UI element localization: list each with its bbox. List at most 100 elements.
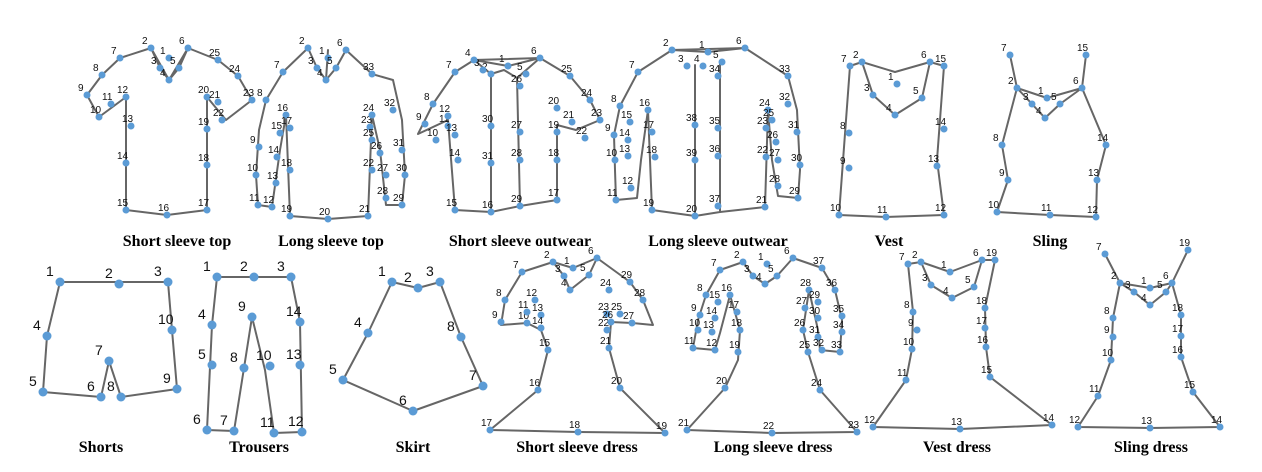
long-sleeve-dress-keypoint-label-24: 24 xyxy=(811,378,823,389)
sling-dress-keypoint-label-6: 6 xyxy=(1163,271,1169,282)
long-sleeve-outwear-keypoint-label-25: 25 xyxy=(763,108,775,119)
short-sleeve-outwear-keypoint-label-27: 27 xyxy=(511,120,523,131)
long-sleeve-outwear-keypoint-label-6: 6 xyxy=(736,36,742,47)
sling-keypoint-label-3: 3 xyxy=(1023,92,1029,103)
long-sleeve-dress-keypoint-19 xyxy=(734,348,742,356)
long-sleeve-outwear-keypoint-9 xyxy=(610,131,618,139)
long-sleeve-outwear-keypoint-label-3: 3 xyxy=(678,54,684,65)
long-sleeve-dress-keypoint-label-13: 13 xyxy=(703,320,715,331)
short-sleeve-dress-keypoint-1 xyxy=(569,264,577,272)
long-sleeve-top-keypoint-label-22: 22 xyxy=(363,158,375,169)
vest-dress-keypoint-label-10: 10 xyxy=(903,337,915,348)
short-sleeve-top-keypoint-19 xyxy=(203,125,211,133)
long-sleeve-top-keypoint-label-19: 19 xyxy=(281,204,293,215)
short-sleeve-outwear-keypoint-label-22: 22 xyxy=(576,126,588,137)
long-sleeve-outwear-keypoint-label-35: 35 xyxy=(709,116,721,127)
short-sleeve-outwear-keypoint-label-24: 24 xyxy=(581,88,593,99)
long-sleeve-dress-keypoint-label-26: 26 xyxy=(794,318,806,329)
sling-dress-keypoint-label-13: 13 xyxy=(1141,416,1153,427)
sling-keypoint-label-8: 8 xyxy=(993,133,999,144)
vest-keypoint-2 xyxy=(858,58,866,66)
short-sleeve-dress-keypoint-27 xyxy=(628,319,636,327)
short-sleeve-outwear-keypoints: 1234567891011121314151617181920212223242… xyxy=(416,46,604,216)
long-sleeve-dress-keypoint-label-12: 12 xyxy=(706,338,718,349)
vest-dress-keypoint-2 xyxy=(917,258,925,266)
short-sleeve-dress-keypoint-label-21: 21 xyxy=(600,336,612,347)
short-sleeve-outwear-keypoint-27 xyxy=(516,128,524,136)
short-sleeve-outwear-keypoint-10 xyxy=(432,136,440,144)
vest-dress-keypoint-label-5: 5 xyxy=(965,275,971,286)
long-sleeve-dress-keypoint-label-23: 23 xyxy=(848,420,860,431)
short-sleeve-dress-keypoint-label-10: 10 xyxy=(518,311,530,322)
sling-keypoint-4 xyxy=(1041,114,1049,122)
long-sleeve-outwear-keypoint-label-30: 30 xyxy=(791,153,803,164)
short-sleeve-dress-keypoint-19 xyxy=(661,429,669,437)
skirt-keypoint-label-1: 1 xyxy=(378,263,386,279)
vest-dress-keypoint-15 xyxy=(986,373,994,381)
long-sleeve-dress-keypoint-23 xyxy=(853,428,861,436)
short-sleeve-top-keypoint-2 xyxy=(147,44,155,52)
short-sleeve-dress-keypoint-label-12: 12 xyxy=(526,288,538,299)
vest-keypoint-9 xyxy=(845,164,853,172)
long-sleeve-dress-keypoint-35 xyxy=(838,312,846,320)
short-sleeve-dress-keypoint-13 xyxy=(537,311,545,319)
long-sleeve-outwear-keypoint-1 xyxy=(704,48,712,56)
long-sleeve-outwear-keypoint-32 xyxy=(784,100,792,108)
long-sleeve-dress-keypoint-label-35: 35 xyxy=(833,304,845,315)
long-sleeve-dress-keypoint-label-22: 22 xyxy=(763,421,775,432)
long-sleeve-dress-keypoint-label-15: 15 xyxy=(709,290,721,301)
short-sleeve-top-keypoint-23 xyxy=(248,96,256,104)
short-sleeve-dress-keypoint-6 xyxy=(593,254,601,262)
trousers-keypoint-13 xyxy=(295,360,305,370)
long-sleeve-outwear-keypoint-label-39: 39 xyxy=(686,148,698,159)
long-sleeve-top-keypoint-label-26: 26 xyxy=(371,141,383,152)
sling-dress-keypoint-label-15: 15 xyxy=(1184,380,1196,391)
long-sleeve-dress-keypoint-label-33: 33 xyxy=(831,340,843,351)
long-sleeve-dress-keypoint-label-28: 28 xyxy=(800,278,812,289)
short-sleeve-dress-keypoint-26 xyxy=(607,318,615,326)
trousers-keypoint-label-3: 3 xyxy=(277,258,285,274)
vest-dress-keypoint-9 xyxy=(913,326,921,334)
sling-keypoint-label-1: 1 xyxy=(1038,86,1044,97)
short-sleeve-top-keypoint-label-25: 25 xyxy=(209,48,221,59)
vest-keypoint-1 xyxy=(893,80,901,88)
shorts-keypoint-7 xyxy=(104,356,114,366)
sling-dress-keypoint-label-10: 10 xyxy=(1102,348,1114,359)
long-sleeve-dress-keypoint-label-32: 32 xyxy=(813,338,825,349)
short-sleeve-dress-keypoint-5 xyxy=(585,271,593,279)
vest-keypoint-label-12: 12 xyxy=(935,203,947,214)
long-sleeve-top-keypoint-19 xyxy=(286,212,294,220)
long-sleeve-dress-keypoint-label-14: 14 xyxy=(706,306,718,317)
vest-keypoint-label-14: 14 xyxy=(935,117,947,128)
long-sleeve-outwear-keypoint-label-8: 8 xyxy=(611,94,617,105)
long-sleeve-outwear-keypoint-2 xyxy=(668,46,676,54)
trousers-keypoint-2 xyxy=(249,272,259,282)
long-sleeve-outwear-keypoint-label-37: 37 xyxy=(709,194,721,205)
vest-dress-keypoint-14 xyxy=(1048,421,1056,429)
long-sleeve-outwear-keypoint-10 xyxy=(611,156,619,164)
sling-dress-keypoint-5 xyxy=(1162,288,1170,296)
sling-keypoint-label-4: 4 xyxy=(1036,106,1042,117)
long-sleeve-top-keypoint-label-23: 23 xyxy=(361,115,373,126)
long-sleeve-outwear-keypoint-label-33: 33 xyxy=(779,64,791,75)
short-sleeve-outwear-keypoint-11 xyxy=(444,122,452,130)
sling-dress-keypoint-label-19: 19 xyxy=(1179,238,1191,249)
short-sleeve-outwear-keypoint-23 xyxy=(596,116,604,124)
long-sleeve-outwear-keypoint-label-10: 10 xyxy=(606,148,618,159)
long-sleeve-dress-keypoint-17 xyxy=(733,308,741,316)
sling-dress-keypoint-14 xyxy=(1216,423,1224,431)
vest-dress-keypoint-10 xyxy=(908,345,916,353)
short-sleeve-top-keypoint-label-15: 15 xyxy=(117,198,129,209)
long-sleeve-outwear-keypoint-12 xyxy=(627,184,635,192)
sling-dress-keypoint-16 xyxy=(1177,353,1185,361)
sling-keypoint-label-14: 14 xyxy=(1097,133,1109,144)
long-sleeve-outwear-keypoint-15 xyxy=(626,118,634,126)
long-sleeve-top-keypoint-10 xyxy=(252,171,260,179)
vest-dress-keypoint-8 xyxy=(909,308,917,316)
